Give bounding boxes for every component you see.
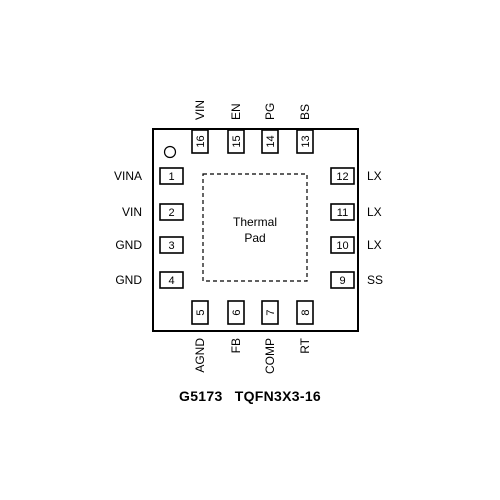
thermal-pad xyxy=(202,173,308,282)
pin-10-label: LX xyxy=(367,238,382,252)
pin-9-label: SS xyxy=(367,273,383,287)
pin-16-number: 16 xyxy=(195,135,207,147)
pin-16-pad xyxy=(191,129,209,154)
pin-6-number: 6 xyxy=(231,309,243,315)
pin-5-pad xyxy=(191,300,209,325)
pin-11-pad xyxy=(330,203,355,221)
pin-1-label: VINA xyxy=(114,169,142,183)
pin-6-pad xyxy=(227,300,245,325)
pin-4-number: 4 xyxy=(168,275,174,287)
package-body xyxy=(152,128,359,332)
pin-8-pad xyxy=(296,300,314,325)
pin-16-label: VIN xyxy=(193,100,207,120)
pin-4-label: GND xyxy=(115,273,142,287)
pin-10-number: 10 xyxy=(336,240,348,252)
pin-15-number: 15 xyxy=(231,135,243,147)
pin-5-label: AGND xyxy=(193,338,207,373)
pin-14-pad xyxy=(261,129,279,154)
package-caption: G5173 TQFN3X3-16 xyxy=(0,388,500,404)
pin-13-number: 13 xyxy=(300,135,312,147)
pin-7-number: 7 xyxy=(265,309,277,315)
pin-4-pad xyxy=(159,271,184,289)
pin-11-number: 11 xyxy=(337,207,348,219)
pin-2-pad xyxy=(159,203,184,221)
pin-3-number: 3 xyxy=(168,240,174,252)
pin-11-label: LX xyxy=(367,205,382,219)
pin-15-label: EN xyxy=(229,103,243,120)
pin-14-label: PG xyxy=(263,103,277,120)
package-name: TQFN3X3-16 xyxy=(234,388,321,404)
pin1-marker xyxy=(163,145,177,159)
pin-2-number: 2 xyxy=(168,207,174,219)
pin-15-pad xyxy=(227,129,245,154)
pin-2-label: VIN xyxy=(122,205,142,219)
pin-7-label: COMP xyxy=(263,338,277,374)
pin-5-number: 5 xyxy=(195,309,207,315)
pin-9-pad xyxy=(330,271,355,289)
pin-14-number: 14 xyxy=(265,135,277,147)
thermal-pad-label-2: Pad xyxy=(244,231,265,245)
part-number: G5173 xyxy=(179,388,223,404)
pin-3-label: GND xyxy=(115,238,142,252)
pin-8-number: 8 xyxy=(300,309,312,315)
pin-6-label: FB xyxy=(229,338,243,353)
pin-12-label: LX xyxy=(367,169,382,183)
pin-12-pad xyxy=(330,167,355,185)
pin-10-pad xyxy=(330,236,355,254)
pin-12-number: 12 xyxy=(336,171,348,183)
pin-7-pad xyxy=(261,300,279,325)
pin-3-pad xyxy=(159,236,184,254)
thermal-pad-label: Thermal xyxy=(233,215,277,229)
pin-13-label: BS xyxy=(298,104,312,120)
pin-13-pad xyxy=(296,129,314,154)
pin-1-number: 1 xyxy=(168,171,174,183)
pin-8-label: RT xyxy=(298,337,312,353)
pin-1-pad xyxy=(159,167,184,185)
pin-9-number: 9 xyxy=(339,275,345,287)
